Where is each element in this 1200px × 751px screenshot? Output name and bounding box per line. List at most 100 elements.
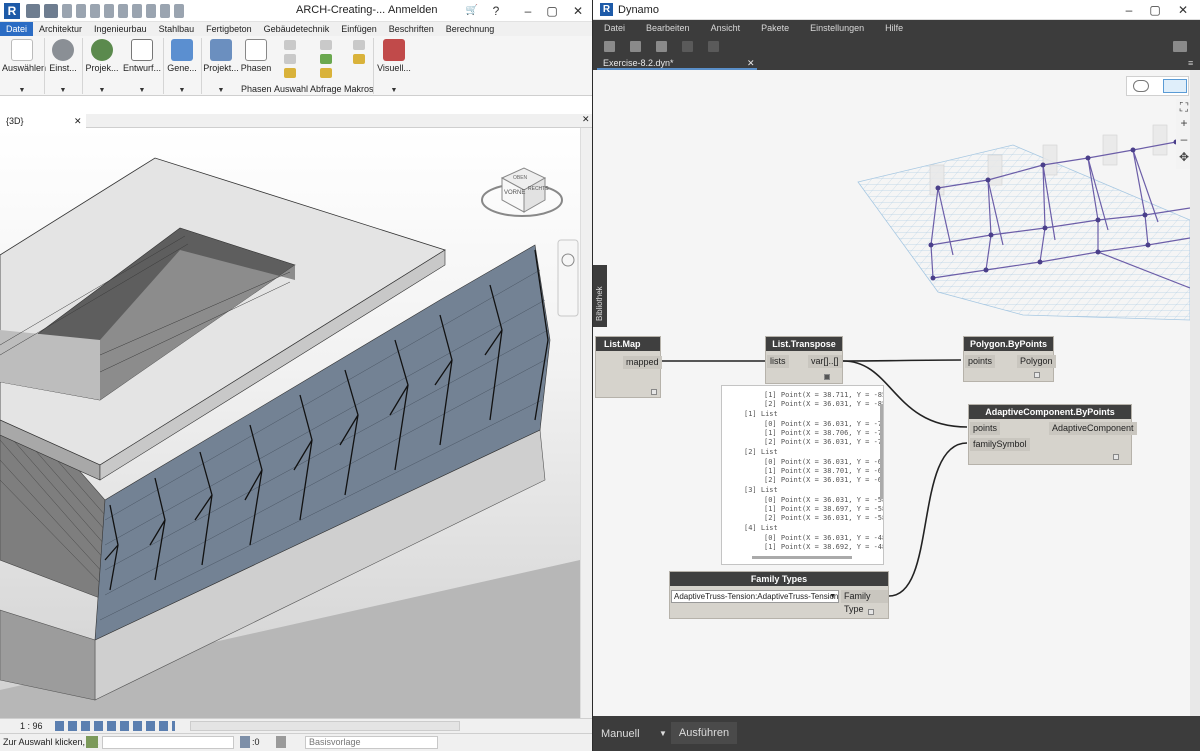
chevron-down-icon[interactable]: ▼ bbox=[659, 729, 667, 738]
chevron-down-icon[interactable]: ▼ bbox=[138, 87, 146, 94]
preview-horizontal-scrollbar[interactable] bbox=[752, 556, 852, 559]
settings-button[interactable]: Einst... ▼ bbox=[46, 36, 80, 96]
zoom-in-icon[interactable]: + bbox=[1180, 116, 1188, 130]
chevron-down-icon[interactable]: ▼ bbox=[59, 87, 67, 94]
text-icon[interactable] bbox=[160, 3, 170, 18]
3d-viewport[interactable]: OBEN VORNE RECHTS bbox=[0, 128, 580, 718]
undo-icon[interactable] bbox=[76, 3, 86, 18]
output-port-family-type[interactable]: Family Type bbox=[841, 590, 888, 614]
viewcube-front[interactable]: VORNE bbox=[504, 190, 526, 196]
redo-icon[interactable] bbox=[708, 41, 719, 52]
input-port-lists[interactable]: lists bbox=[767, 355, 789, 368]
tab-fertigbeton[interactable]: Fertigbeton bbox=[206, 24, 252, 34]
design-button[interactable]: Entwurf... ▼ bbox=[122, 36, 162, 96]
new-file-icon[interactable] bbox=[604, 41, 615, 52]
menu-bearbeiten[interactable]: Bearbeiten bbox=[646, 23, 690, 33]
macro-icon[interactable] bbox=[353, 40, 365, 50]
tab-gebaeudetechnik[interactable]: Gebäudetechnik bbox=[263, 24, 330, 34]
selection-icon[interactable] bbox=[284, 54, 296, 64]
redo-icon[interactable] bbox=[90, 3, 100, 18]
tab-ingenieurbau[interactable]: Ingenieurbau bbox=[94, 24, 147, 34]
menu-einstellungen[interactable]: Einstellungen bbox=[810, 23, 865, 33]
tab-datei[interactable]: Datei bbox=[0, 22, 34, 36]
view-scale[interactable]: 1 : 96 bbox=[20, 721, 43, 731]
help-icon[interactable]: ? bbox=[492, 4, 500, 18]
revit-logo-icon[interactable]: R bbox=[4, 2, 20, 19]
preview-toggle-icon[interactable] bbox=[1113, 454, 1119, 460]
query-icon[interactable] bbox=[320, 54, 332, 64]
node-polygon-by-points[interactable]: Polygon.ByPoints points Polygon bbox=[963, 336, 1056, 382]
measure-icon[interactable] bbox=[118, 3, 128, 18]
vertical-scrollbar[interactable] bbox=[580, 128, 592, 718]
tab-architektur[interactable]: Architektur bbox=[39, 24, 83, 34]
workset-dropdown[interactable] bbox=[102, 736, 234, 749]
menu-datei[interactable]: Datei bbox=[604, 23, 626, 33]
file-tab[interactable]: Exercise-8.2.dyn* ✕ bbox=[597, 58, 757, 70]
run-mode-dropdown[interactable]: Manuell ▼ bbox=[593, 724, 671, 744]
selection-icon[interactable] bbox=[284, 68, 296, 78]
chevron-down-icon[interactable]: ▼ bbox=[829, 593, 836, 600]
fit-view-icon[interactable]: ⛶ bbox=[1179, 100, 1189, 114]
cart-icon[interactable]: 🛒 bbox=[465, 5, 479, 16]
workset-icon[interactable] bbox=[86, 736, 98, 748]
canvas-scrollbar[interactable] bbox=[1190, 70, 1200, 716]
tag-icon[interactable] bbox=[146, 3, 156, 18]
list-transpose-preview[interactable]: [1] Point(X = 38.711, Y = -85 [2] Point(… bbox=[721, 385, 884, 565]
library-toggle[interactable]: Bibliothek bbox=[593, 265, 607, 327]
tab-stahlbau[interactable]: Stahlbau bbox=[158, 24, 195, 34]
graph-view-icon[interactable] bbox=[1163, 79, 1187, 93]
output-port-mapped[interactable]: mapped bbox=[623, 356, 662, 369]
chevron-down-icon[interactable]: ▼ bbox=[217, 87, 225, 94]
node-list-map[interactable]: List.Map mapped bbox=[595, 336, 662, 398]
preview-toggle-icon[interactable] bbox=[651, 389, 657, 395]
close-icon[interactable]: ✕ bbox=[582, 114, 590, 124]
preview-vertical-scrollbar[interactable] bbox=[880, 404, 883, 499]
menu-hilfe[interactable]: Hilfe bbox=[885, 23, 904, 33]
visual-button[interactable]: Visuell... ▼ bbox=[375, 36, 413, 96]
preview-toggle-icon[interactable] bbox=[824, 374, 830, 380]
close-icon[interactable]: ✕ bbox=[747, 58, 755, 68]
minimize-button[interactable]: – bbox=[524, 4, 532, 18]
zoom-out-icon[interactable]: – bbox=[1180, 132, 1188, 146]
family-type-dropdown[interactable]: AdaptiveTruss-Tension:AdaptiveTruss-Tens… bbox=[671, 590, 839, 603]
close-icon[interactable]: ✕ bbox=[74, 116, 82, 126]
tab-einfuegen[interactable]: Einfügen bbox=[341, 24, 377, 34]
view-tab-3d[interactable]: {3D} ✕ bbox=[0, 114, 86, 128]
maximize-button[interactable]: ▢ bbox=[1149, 3, 1161, 17]
editable-icon[interactable] bbox=[240, 736, 250, 748]
filter-icon[interactable] bbox=[276, 736, 286, 748]
view-control-icons[interactable] bbox=[55, 721, 175, 731]
chevron-down-icon[interactable]: ▼ bbox=[18, 87, 26, 94]
output-port-var[interactable]: var[]..[] bbox=[808, 355, 842, 368]
preview-toggle-icon[interactable] bbox=[868, 609, 874, 615]
sync-icon[interactable] bbox=[62, 3, 72, 18]
geometry-view-icon[interactable] bbox=[1133, 80, 1149, 92]
query-icon[interactable] bbox=[320, 40, 332, 50]
minimize-button[interactable]: – bbox=[1125, 3, 1133, 17]
open-file-icon[interactable] bbox=[630, 41, 641, 52]
phases-button[interactable]: Phasen bbox=[240, 36, 272, 96]
save-icon[interactable] bbox=[656, 41, 667, 52]
tab-menu-icon[interactable]: ≡ bbox=[1188, 58, 1194, 68]
node-family-types[interactable]: Family Types AdaptiveTruss-Tension:Adapt… bbox=[669, 571, 889, 619]
close-button[interactable]: ✕ bbox=[572, 4, 584, 18]
select-button[interactable]: Auswählen ▼ bbox=[2, 36, 46, 96]
chevron-down-icon[interactable]: ▼ bbox=[98, 87, 106, 94]
tab-berechnung[interactable]: Berechnung bbox=[445, 24, 495, 34]
preview-toggle-icon[interactable] bbox=[1034, 372, 1040, 378]
menu-ansicht[interactable]: Ansicht bbox=[710, 23, 741, 33]
input-port-family-symbol[interactable]: familySymbol bbox=[970, 438, 1030, 451]
sign-in-link[interactable]: Anmelden bbox=[388, 4, 438, 16]
macro-icon[interactable] bbox=[353, 54, 365, 64]
viewcube-top[interactable]: OBEN bbox=[513, 175, 528, 181]
maximize-button[interactable]: ▢ bbox=[546, 4, 558, 18]
generic-button[interactable]: Gene... ▼ bbox=[165, 36, 199, 96]
node-adaptive-component-by-points[interactable]: AdaptiveComponent.ByPoints points family… bbox=[968, 404, 1137, 465]
project-info-button[interactable]: Projekt... ▼ bbox=[203, 36, 239, 96]
project-button[interactable]: Projek... ▼ bbox=[84, 36, 120, 96]
tab-beschriften[interactable]: Beschriften bbox=[388, 24, 434, 34]
menu-pakete[interactable]: Pakete bbox=[761, 23, 790, 33]
dimension-icon[interactable] bbox=[132, 3, 142, 18]
input-port-points[interactable]: points bbox=[970, 422, 1001, 435]
design-option-dropdown[interactable]: Basisvorlage bbox=[305, 736, 438, 749]
